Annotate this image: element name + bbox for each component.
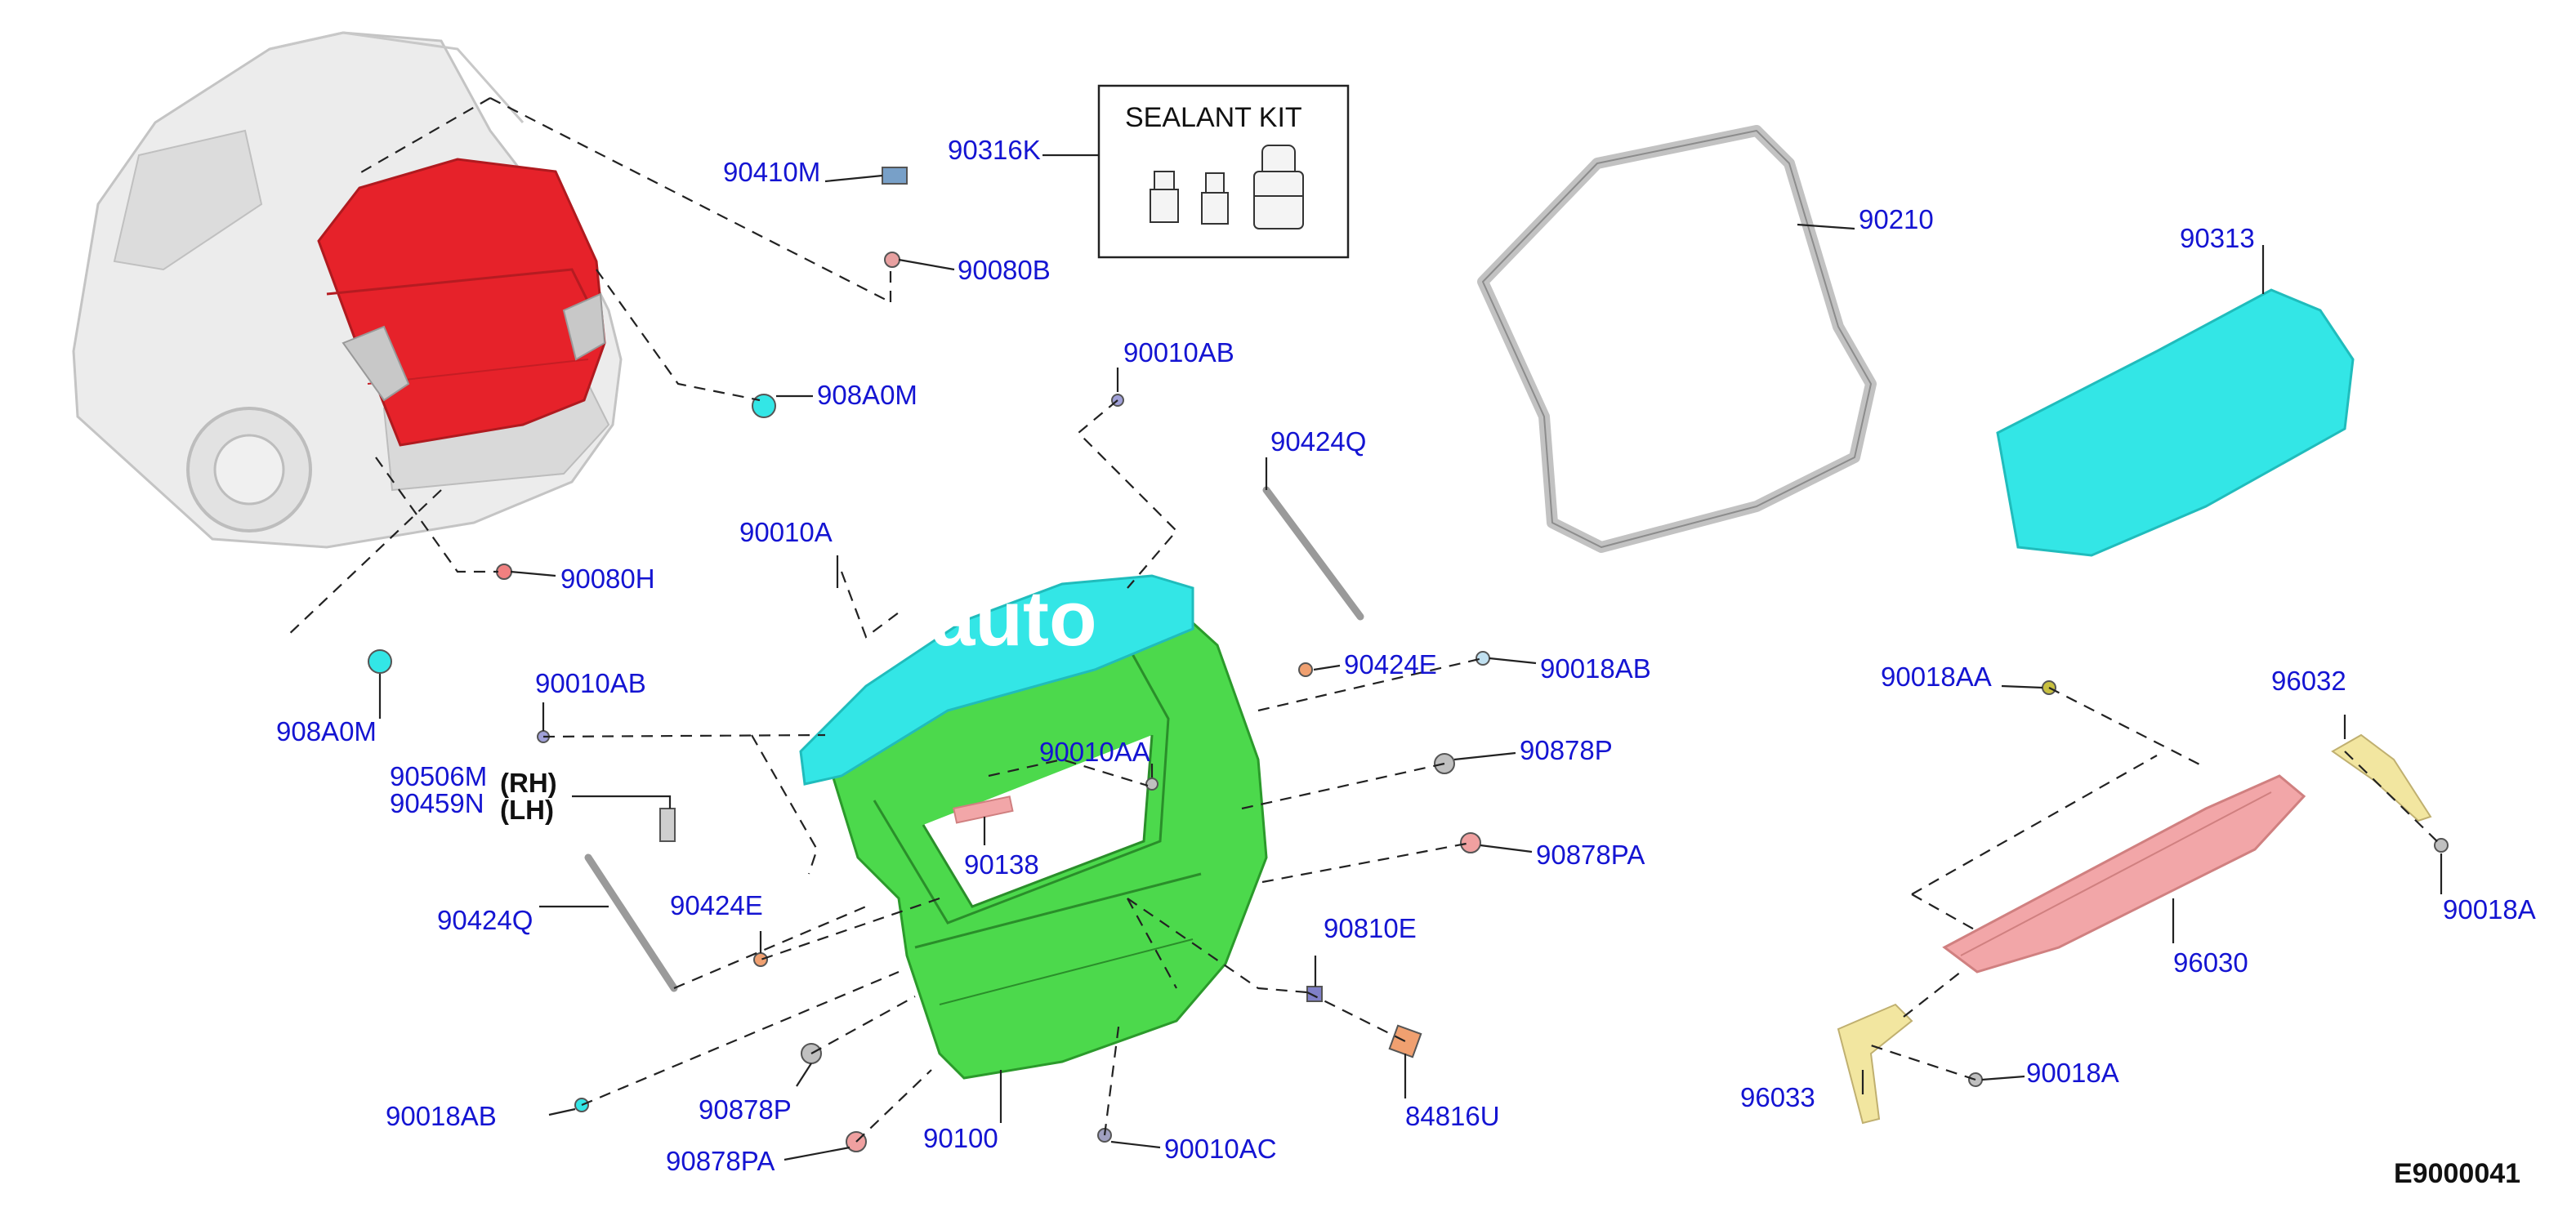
part-label: 90424Q [437,905,533,935]
watermark-text: auto [931,575,1097,662]
part-label: 90010A [739,517,833,547]
part-labels: 90410M 90080B 908A0M 90080H 908A0M 90010… [276,135,2536,1189]
bolt-90018AB-upper [1476,651,1490,666]
part-label: 96032 [2271,666,2346,696]
part-label: 90018A [2443,894,2536,925]
sealant-kit-box: SEALANT KIT [1097,84,1350,259]
clip-908A0M-upper [752,394,776,418]
bracket-96033 [1837,1003,1913,1125]
fastener-90424E-upper [1298,662,1313,677]
part-label: 90010AC [1164,1134,1277,1164]
part-label: 90080B [958,255,1051,285]
assembly-lines [285,97,2442,1143]
sealant-kit-title: SEALANT KIT [1125,102,1302,133]
sealant-bottle-small [1150,171,1179,223]
weatherstrip-seal [1477,125,1877,553]
part-label: 90424Q [1270,426,1366,457]
part-label: 96033 [1740,1082,1815,1112]
fastener-90080B [884,252,900,268]
part-label: 90810E [1324,913,1417,943]
back-window-glass [1996,288,2355,557]
sealant-bottle-large [1253,145,1304,229]
part-label: 90010AB [535,668,646,698]
part-label: 908A0M [817,380,917,410]
rear-garnish [1942,774,2306,974]
bumper-90878P-upper [1434,753,1455,774]
diagram-code: E9000041 [2394,1158,2520,1189]
part-label: 90080H [560,564,655,594]
part-label: 90878P [699,1094,792,1125]
part-label: 90010AA [1039,737,1150,767]
rh-marker: (RH) [500,768,557,798]
part-label: 908A0M [276,716,377,746]
part-label: 90878P [1520,735,1613,765]
part-label: 96030 [2173,947,2248,978]
part-label: 90018AB [386,1101,497,1131]
gas-stay-upper [1262,486,1364,621]
sealant-kit-part-label: 90316K [948,135,1041,165]
part-label: 90100 [923,1123,998,1153]
bracket-96032 [2331,733,2432,822]
bolt-90018A-right [2434,838,2449,853]
stud-90506M [659,808,676,842]
sealant-bottle-medium [1201,172,1229,225]
part-label: 90018AB [1540,653,1651,684]
back-door-glass [799,574,1194,786]
fastener-90424E-lower [753,952,768,967]
part-label: 90506M [390,761,487,791]
part-label: 90210 [1859,204,1934,234]
vehicle-illustration [72,31,623,549]
part-label: 90878PA [1536,840,1645,870]
lh-marker: (LH) [500,795,554,825]
clip-908A0M-lower [368,649,392,674]
fastener-90080H [496,564,512,580]
part-label: 90424E [670,890,763,920]
fastener-90410M [882,167,908,185]
back-door-assembly: auto [799,574,1268,1080]
gas-stay-lower [584,853,678,992]
bumper-90878PA-upper [1460,832,1481,853]
leader-lines [378,154,2443,1161]
part-label: 90410M [723,157,820,187]
part-label: 90018AA [1881,662,1992,692]
part-label: 90138 [964,849,1039,880]
part-label: 90018A [2026,1058,2119,1088]
part-label: 90878PA [666,1146,775,1176]
bracket-84816U [1388,1024,1422,1058]
part-label: 90459N [390,788,484,818]
part-label: 90010AB [1123,337,1234,368]
part-label: 84816U [1405,1101,1500,1131]
part-label: 90424E [1344,649,1437,680]
bolt-90010AA [1145,778,1159,791]
part-label: 90313 [2180,223,2255,253]
